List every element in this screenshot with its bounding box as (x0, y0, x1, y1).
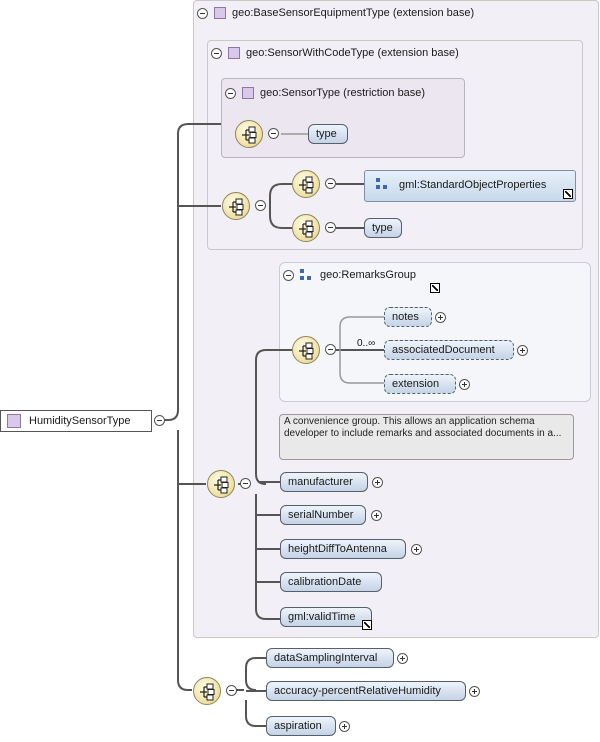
collapse-icon[interactable] (225, 87, 236, 99)
sequence-icon[interactable] (292, 170, 320, 198)
collapse-icon[interactable] (283, 269, 294, 281)
complex-type-icon (242, 87, 254, 99)
element-aspiration[interactable]: aspiration (266, 716, 336, 736)
expand-icon[interactable] (411, 544, 422, 555)
sensor-type-header[interactable]: geo:SensorType (restriction base) (225, 87, 425, 99)
sensor-type-label: geo:SensorType (restriction base) (260, 87, 426, 99)
reference-link-icon[interactable] (362, 620, 372, 630)
root-collapse-icon[interactable] (154, 415, 165, 426)
remarks-group-annotation: A convenience group. This allows an appl… (279, 414, 574, 460)
complex-type-icon (214, 7, 226, 19)
element-data-sampling-interval[interactable]: dataSamplingInterval (266, 648, 394, 668)
sequence-icon[interactable] (207, 470, 235, 498)
element-gml-valid-time[interactable]: gml:validTime (280, 607, 372, 627)
base-sensor-equipment-label: geo:BaseSensorEquipmentType (extension b… (232, 7, 475, 19)
expand-icon[interactable] (517, 345, 528, 356)
remarks-group-link-icon[interactable] (430, 283, 440, 293)
sequence-icon[interactable] (222, 192, 250, 220)
element-associated-document[interactable]: associatedDocument (384, 340, 514, 360)
collapse-icon[interactable] (197, 7, 208, 19)
element-sensor-with-code-type[interactable]: type (364, 218, 402, 238)
sensor-with-code-label: geo:SensorWithCodeType (extension base) (246, 47, 459, 59)
collapse-icon[interactable] (240, 478, 251, 489)
element-manufacturer[interactable]: manufacturer (280, 472, 368, 492)
root-element-label: HumiditySensorType (29, 415, 131, 427)
sensor-type-box (221, 78, 465, 158)
element-extension[interactable]: extension (384, 374, 456, 394)
expand-icon[interactable] (459, 379, 470, 390)
collapse-icon[interactable] (325, 178, 336, 189)
element-notes[interactable]: notes (384, 307, 432, 327)
element-standard-object-properties[interactable]: gml:StandardObjectProperties (364, 170, 576, 202)
sequence-icon[interactable] (193, 677, 221, 705)
expand-icon[interactable] (469, 686, 480, 697)
expand-icon[interactable] (339, 721, 350, 732)
sequence-icon[interactable] (292, 336, 320, 364)
expand-icon[interactable] (397, 653, 408, 664)
complex-type-icon (7, 414, 21, 428)
collapse-icon[interactable] (325, 344, 336, 355)
element-calibration-date[interactable]: calibrationDate (280, 572, 382, 592)
expand-icon[interactable] (371, 510, 382, 521)
sequence-icon[interactable] (235, 120, 263, 148)
element-label: gml:StandardObjectProperties (399, 179, 547, 191)
remarks-group-header[interactable]: geo:RemarksGroup (283, 269, 416, 281)
remarks-group-label: geo:RemarksGroup (320, 269, 416, 281)
collapse-icon[interactable] (325, 222, 336, 233)
group-icon (300, 269, 311, 280)
collapse-icon[interactable] (211, 47, 222, 59)
expand-icon[interactable] (435, 312, 446, 323)
root-element-humidity-sensor-type[interactable]: HumiditySensorType (0, 410, 152, 432)
element-serial-number[interactable]: serialNumber (280, 505, 366, 525)
complex-type-icon (228, 47, 240, 59)
group-icon (376, 178, 387, 189)
collapse-icon[interactable] (255, 200, 266, 211)
element-accuracy-percent-relative-humidity[interactable]: accuracy-percentRelativeHumidity (266, 681, 466, 701)
reference-link-icon[interactable] (563, 189, 573, 199)
sequence-icon[interactable] (292, 214, 320, 242)
collapse-icon[interactable] (268, 128, 279, 139)
element-sensor-type-type[interactable]: type (308, 124, 348, 144)
sensor-with-code-header[interactable]: geo:SensorWithCodeType (extension base) (211, 47, 459, 59)
expand-icon[interactable] (372, 477, 383, 488)
element-height-diff-to-antenna[interactable]: heightDiffToAntenna (280, 539, 406, 559)
base-sensor-equipment-header[interactable]: geo:BaseSensorEquipmentType (extension b… (197, 7, 474, 19)
collapse-icon[interactable] (226, 685, 237, 696)
occurrence-label: 0..∞ (357, 338, 376, 349)
